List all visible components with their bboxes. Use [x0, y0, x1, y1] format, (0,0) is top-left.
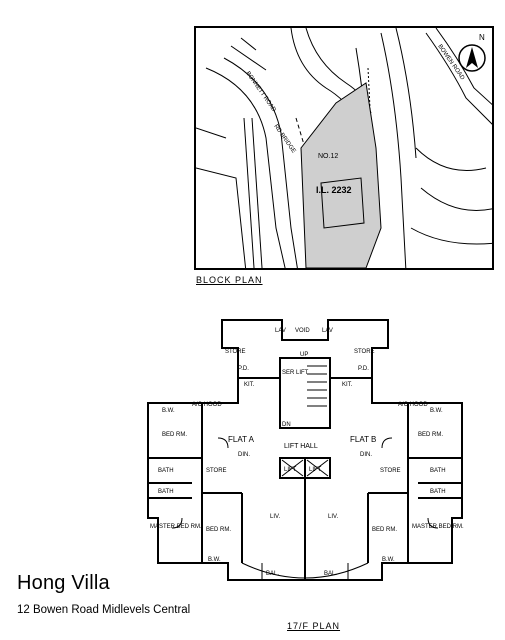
- stair-core: [279, 357, 331, 429]
- label-store-right: STORE: [354, 349, 375, 355]
- label-bal-left: BAL.: [266, 571, 279, 577]
- label-kit-right: KIT.: [342, 382, 353, 388]
- label-bath-left: BATH: [158, 468, 174, 474]
- label-bw2-left: B.W.: [208, 557, 221, 563]
- label-bw2-right: B.W.: [382, 557, 395, 563]
- block-plan-caption: BLOCK PLAN: [196, 275, 263, 285]
- label-liv-right: LIV.: [328, 514, 338, 520]
- floor-plan-caption: 17/F PLAN: [287, 621, 341, 631]
- label-pd-left: P.D.: [238, 366, 249, 372]
- label-bath2-right: BATH: [430, 489, 446, 495]
- label-master-bed-left: MASTER BED RM.: [150, 524, 202, 530]
- label-bw-left: B.W.: [162, 408, 175, 414]
- label-ser-lift: SER LIFT: [282, 370, 309, 376]
- label-lift-hall: LIFT HALL: [284, 443, 318, 450]
- balcony-curve: [241, 562, 369, 579]
- label-ac-hood-left: A/C HOOD: [192, 402, 222, 408]
- property-name: Hong Villa: [17, 572, 110, 594]
- label-flat-b: FLAT B: [350, 435, 376, 444]
- label-lav-left: LAV: [275, 328, 286, 334]
- property-address: 12 Bowen Road Midlevels Central: [17, 604, 191, 616]
- label-din-right: DIN.: [360, 452, 372, 458]
- lot-area: [300, 82, 382, 268]
- label-store-mid-left: STORE: [206, 468, 227, 474]
- label-store-mid-right: STORE: [380, 468, 401, 474]
- road-label-bonnett: BONNETT ROAD: [244, 71, 277, 114]
- floor-plan-drawing: LAV VOID LAV STORE STORE UP P.D. P.D. KI…: [147, 319, 464, 581]
- label-dn: DN: [282, 422, 291, 428]
- north-label: N: [479, 33, 485, 42]
- road-edge: [205, 67, 286, 268]
- label-bw-right: B.W.: [430, 408, 443, 414]
- north-arrow: [458, 44, 486, 72]
- label-ac-hood-right: A/C HOOD: [398, 402, 428, 408]
- label-lift-1: LIFT: [284, 467, 297, 473]
- block-plan-map: N BONNETT ROAD BOWEN ROAD RD BRIDGE NO.1…: [194, 26, 494, 270]
- label-master-bed-right: MASTER BED RM.: [412, 524, 464, 530]
- block-plan-drawing: N BONNETT ROAD BOWEN ROAD RD BRIDGE NO.1…: [196, 28, 492, 268]
- road-edge: [223, 57, 298, 268]
- label-pd-right: P.D.: [358, 366, 369, 372]
- floor-outline: [147, 319, 463, 581]
- label-bath2-left: BATH: [158, 489, 174, 495]
- label-bed-rm-left: BED RM.: [162, 432, 187, 438]
- label-kit-left: KIT.: [244, 382, 255, 388]
- floor-plan: LAV VOID LAV STORE STORE UP P.D. P.D. KI…: [132, 318, 478, 592]
- label-store-left: STORE: [225, 349, 246, 355]
- label-din-left: DIN.: [238, 452, 250, 458]
- lot-number: NO.12: [318, 153, 338, 160]
- label-bal-right: BAL.: [324, 571, 337, 577]
- label-bed-rm-right: BED RM.: [418, 432, 443, 438]
- label-lav-right: LAV: [322, 328, 333, 334]
- label-liv-left: LIV.: [270, 514, 280, 520]
- label-bath-right: BATH: [430, 468, 446, 474]
- building-footprint: [320, 177, 365, 229]
- label-flat-a: FLAT A: [228, 435, 255, 444]
- label-void: VOID: [295, 328, 310, 334]
- label-bed-rm2-left: BED RM.: [206, 527, 231, 533]
- lot-id: I.L. 2232: [316, 185, 352, 195]
- road-edge: [425, 32, 492, 125]
- label-lift-2: LIFT: [309, 467, 322, 473]
- label-bed-rm2-right: BED RM.: [372, 527, 397, 533]
- label-up-core: UP: [300, 352, 308, 358]
- bridge-label: RD BRIDGE: [272, 124, 296, 155]
